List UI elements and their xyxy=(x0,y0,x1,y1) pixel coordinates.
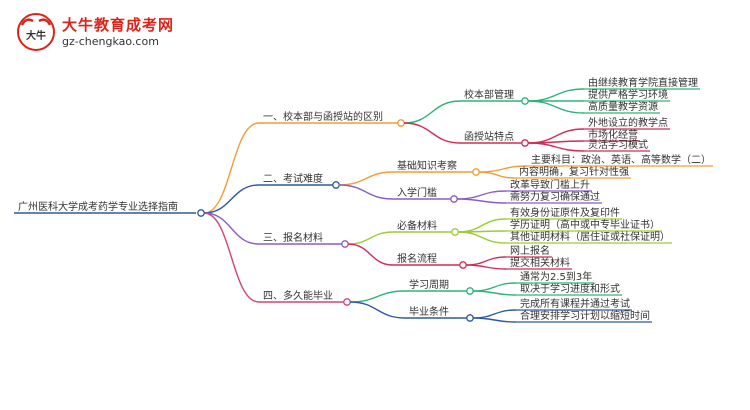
subtopic-node-dot xyxy=(459,261,467,269)
branch-connector xyxy=(203,184,260,214)
branch-label: 四、多久能毕业 xyxy=(263,289,333,302)
site-logo[interactable]: 大牛 大牛教育成考网 gz-chengkao.com xyxy=(16,12,226,54)
subtopic-connector xyxy=(403,122,461,144)
subtopic-node-dot xyxy=(466,287,474,295)
subtopic-label: 学习周期 xyxy=(409,278,449,291)
branch-label: 一、校本部与函授站的区别 xyxy=(263,110,383,123)
subtopic-label: 函授站特点 xyxy=(464,130,514,143)
leaf-label: 需努力复习确保通过 xyxy=(510,190,600,203)
branch-connector xyxy=(203,212,260,303)
logo-badge-text: 大牛 xyxy=(26,29,46,42)
leaf-label: 内容明确，复习针对性强 xyxy=(519,165,629,178)
leaf-label: 提交相关材料 xyxy=(510,256,570,269)
leaf-connector xyxy=(472,317,517,323)
bull-logo-icon: 大牛 xyxy=(17,13,55,51)
leaf-label: 提供严格学习环境 xyxy=(588,88,668,101)
subtopic-label: 报名流程 xyxy=(397,252,437,265)
root-node-dot xyxy=(197,209,205,217)
subtopic-connector xyxy=(349,290,406,303)
branch-node-dot xyxy=(332,181,340,189)
leaf-connector xyxy=(465,256,507,266)
leaf-connector xyxy=(472,309,517,319)
leaf-connector xyxy=(456,198,507,204)
leaf-label: 外地设立的教学点 xyxy=(588,116,668,129)
leaf-connector xyxy=(472,290,517,296)
leaf-label: 改革导致门槛上升 xyxy=(510,178,590,191)
subtopic-label: 必备材料 xyxy=(397,219,437,232)
subtopic-node-dot xyxy=(466,314,474,322)
logo-url: gz-chengkao.com xyxy=(62,35,159,48)
subtopic-connector xyxy=(349,301,406,319)
leaf-label: 网上报名 xyxy=(510,244,550,257)
leaf-label: 学历证明（高中或中专毕业证书） xyxy=(510,218,660,231)
subtopic-node-dot xyxy=(451,228,459,236)
leaf-label: 其他证明材料（居住证或社保证明） xyxy=(510,230,670,243)
leaf-label: 通常为2.5到3年 xyxy=(520,270,592,283)
leaf-connector xyxy=(456,190,507,200)
leaf-connector xyxy=(457,218,507,233)
branch-connector xyxy=(203,122,260,214)
leaf-label: 灵活学习模式 xyxy=(588,138,648,151)
leaf-label: 由继续教育学院直接管理 xyxy=(588,76,698,89)
branch-label: 二、考试难度 xyxy=(263,172,323,185)
subtopic-node-dot xyxy=(450,195,458,203)
subtopic-label: 基础知识考察 xyxy=(397,159,457,172)
subtopic-label: 毕业条件 xyxy=(409,305,449,318)
subtopic-connector xyxy=(403,100,461,124)
branch-node-dot xyxy=(341,240,349,248)
branch-label: 三、报名材料 xyxy=(263,231,323,244)
leaf-connector xyxy=(478,171,516,179)
leaf-label: 合理安排学习计划以缩短时间 xyxy=(520,309,650,322)
leaf-label: 市场化经营 xyxy=(588,128,638,141)
logo-title: 大牛教育成考网 xyxy=(62,16,175,34)
leaf-label: 主要科目：政治、英语、高等数学（二） xyxy=(531,153,711,166)
branch-node-dot xyxy=(343,298,351,306)
leaf-connector xyxy=(457,231,507,244)
subtopic-connector xyxy=(338,171,394,186)
leaf-connector xyxy=(527,142,585,152)
branch-connector xyxy=(203,212,260,245)
subtopic-connector xyxy=(338,184,394,200)
subtopic-node-dot xyxy=(521,139,529,147)
leaf-label: 高质量教学资源 xyxy=(588,100,658,113)
subtopic-node-dot xyxy=(472,168,480,176)
subtopic-connector xyxy=(347,231,394,245)
leaf-label: 有效身份证原件及复印件 xyxy=(510,206,620,219)
subtopic-label: 校本部管理 xyxy=(464,88,514,101)
subtopic-label: 入学门槛 xyxy=(397,186,437,199)
leaf-connector xyxy=(527,100,585,114)
leaf-connector xyxy=(527,88,585,102)
leaf-connector xyxy=(465,264,507,270)
leaf-label: 完成所有课程并通过考试 xyxy=(520,297,630,310)
branch-node-dot xyxy=(397,119,405,127)
subtopic-connector xyxy=(347,243,394,266)
leaf-label: 取决于学习进度和形式 xyxy=(520,282,620,295)
leaf-connector xyxy=(472,282,517,292)
subtopic-node-dot xyxy=(521,97,529,105)
root-node-label: 广州医科大学成考药学专业选择指南 xyxy=(18,200,178,213)
